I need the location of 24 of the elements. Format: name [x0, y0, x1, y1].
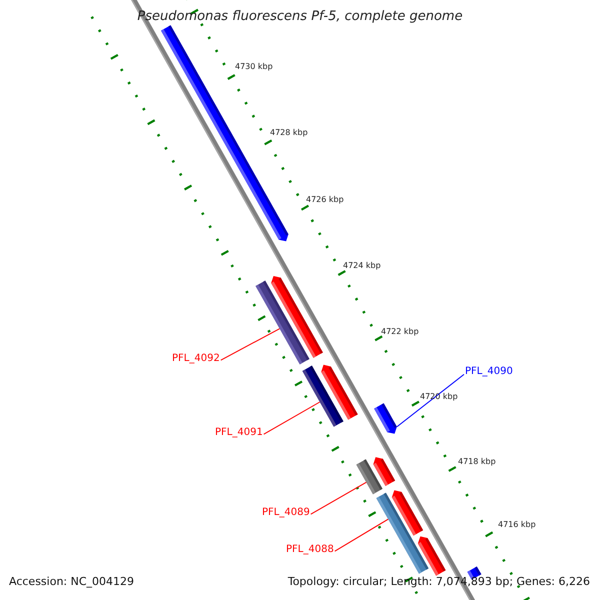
gene-label: PFL_4088 — [286, 544, 334, 556]
gene-label: PFL_4090 — [465, 366, 513, 378]
scale-label: 4730 kbp — [235, 62, 273, 72]
genome-stats: Topology: circular; Length: 7,074,893 bp; Genes: 6,226 — [288, 575, 590, 589]
gene-band — [302, 366, 344, 427]
scale-label: 4724 kbp — [343, 261, 381, 271]
leader-line — [334, 518, 389, 552]
scale-label: 4726 kbp — [306, 195, 344, 205]
leader-line — [396, 374, 464, 428]
scale-label: 4728 kbp — [270, 128, 308, 138]
gene-label: PFL_4092 — [172, 353, 220, 365]
leader-line — [220, 328, 280, 361]
gene-block — [374, 403, 397, 434]
gene-band — [356, 459, 382, 494]
accession-label: Accession: NC_004129 — [9, 575, 134, 589]
gene-block — [418, 536, 446, 576]
leader-line — [310, 482, 367, 515]
scale-label: 4722 kbp — [381, 327, 419, 337]
gene-label: PFL_4091 — [215, 427, 263, 439]
gene-label: PFL_4089 — [262, 507, 310, 519]
gene-block — [161, 25, 288, 242]
gene-band — [256, 280, 310, 364]
scale-label: 4716 kbp — [498, 520, 536, 530]
scale-label: 4718 kbp — [458, 457, 496, 467]
